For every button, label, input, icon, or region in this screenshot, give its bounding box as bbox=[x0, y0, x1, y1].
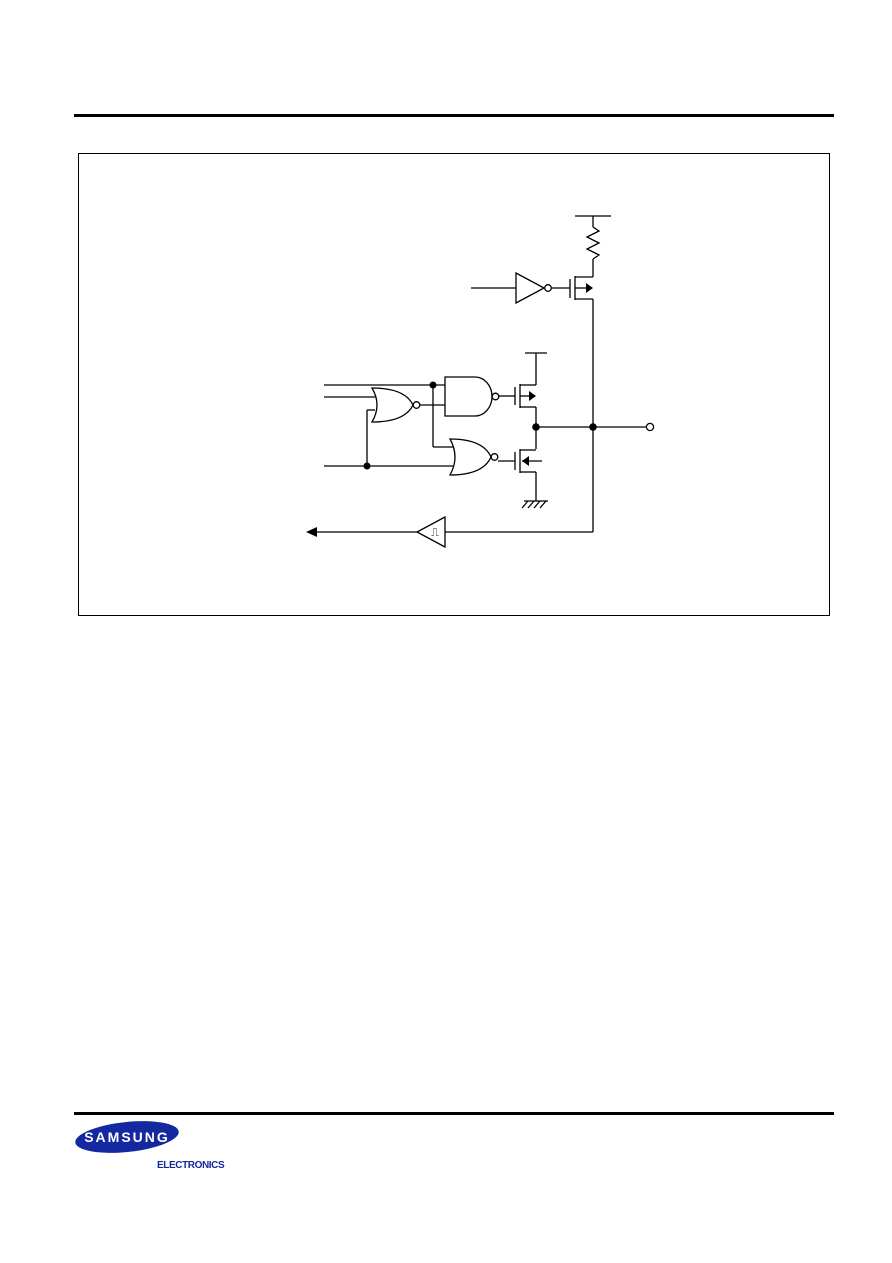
header-rule bbox=[74, 114, 834, 117]
inverter-bubble-icon bbox=[544, 284, 552, 292]
logo-brand-text: SAMSUNG bbox=[84, 1129, 170, 1145]
output-driver bbox=[514, 352, 548, 509]
control-logic bbox=[324, 376, 515, 476]
schmitt-buffer-icon bbox=[415, 515, 446, 549]
pull-up-branch bbox=[471, 215, 611, 427]
nmos-transistor-icon bbox=[514, 449, 542, 473]
nand-gate-icon bbox=[444, 376, 500, 417]
samsung-electronics-logo: SAMSUNG ELECTRONICS bbox=[75, 1121, 225, 1171]
ground-icon bbox=[521, 500, 548, 509]
read-data-arrow-icon bbox=[306, 527, 317, 537]
pull-up-transistor-icon bbox=[569, 276, 593, 300]
schmitt-trigger-symbol: ⎍ bbox=[431, 526, 439, 539]
output-nor-gate-icon bbox=[448, 438, 499, 476]
inverter-icon bbox=[515, 271, 546, 305]
figure-frame: ⎍ bbox=[78, 153, 830, 616]
logo-ellipse-icon bbox=[75, 1121, 179, 1153]
pull-up-resistor-icon bbox=[585, 226, 601, 260]
footer-rule bbox=[74, 1112, 834, 1115]
input-path: ⎍ bbox=[306, 427, 594, 549]
pmos-transistor-icon bbox=[514, 384, 536, 408]
junction-dot bbox=[532, 423, 540, 431]
logo-division-text: ELECTRONICS bbox=[157, 1160, 225, 1171]
circuit-schematic: ⎍ bbox=[306, 215, 655, 549]
input-nor-gate-icon bbox=[370, 387, 421, 423]
io-pin-icon bbox=[645, 422, 655, 432]
